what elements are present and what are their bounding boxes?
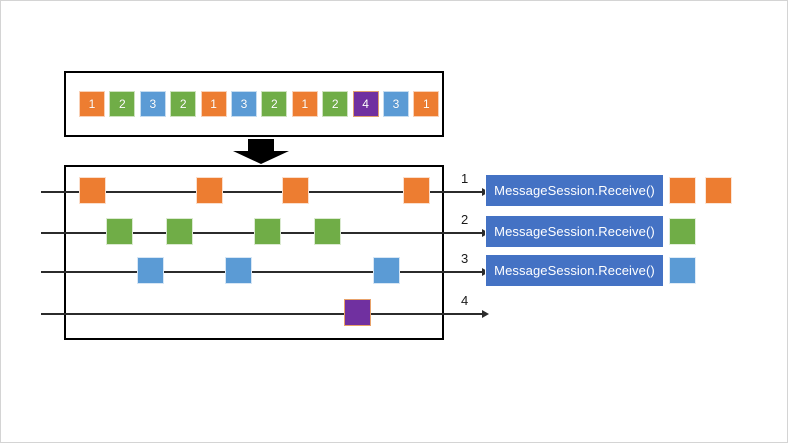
queue-tile-5: 1 [200, 91, 227, 117]
session-1-marker-1 [79, 177, 106, 204]
queue-tile-2: 2 [109, 91, 136, 117]
receive-box-session-2[interactable]: MessageSession.Receive() [485, 215, 664, 248]
result-square-session-1-2 [705, 177, 732, 204]
session-1-marker-3 [282, 177, 309, 204]
session-line-4 [41, 313, 482, 315]
session-3-marker-3 [373, 257, 400, 284]
result-square-session-2-1 [669, 218, 696, 245]
session-line-1 [41, 191, 482, 193]
session-number-1: 1 [461, 171, 469, 186]
session-number-4: 4 [461, 293, 469, 308]
session-number-2: 2 [461, 212, 469, 227]
session-2-marker-2 [166, 218, 193, 245]
queue-tile-12: 1 [413, 91, 440, 117]
session-3-marker-2 [225, 257, 252, 284]
result-square-session-1-1 [669, 177, 696, 204]
session-3-marker-1 [137, 257, 164, 284]
session-2-marker-1 [106, 218, 133, 245]
queue-tile-8: 1 [291, 91, 318, 117]
queue-tile-9: 2 [322, 91, 349, 117]
receive-box-session-1[interactable]: MessageSession.Receive() [485, 174, 664, 207]
receive-box-session-3[interactable]: MessageSession.Receive() [485, 254, 664, 287]
down-arrow-icon [232, 139, 290, 165]
queue-tile-6: 3 [231, 91, 257, 117]
session-arrowhead-4 [482, 310, 489, 318]
session-2-marker-4 [314, 218, 341, 245]
queue-tile-7: 2 [261, 91, 288, 117]
queue-tile-4: 2 [170, 91, 197, 117]
session-number-3: 3 [461, 251, 469, 266]
session-1-marker-2 [196, 177, 223, 204]
session-line-3 [41, 271, 482, 273]
queue-tile-10: 4 [352, 91, 379, 117]
queue-tile-3: 3 [139, 91, 166, 117]
session-4-marker-1 [344, 299, 371, 326]
session-1-marker-4 [403, 177, 430, 204]
result-square-session-3-1 [669, 257, 696, 284]
queue-tile-1: 1 [79, 91, 105, 117]
sessions-frame [64, 165, 444, 340]
queue-tile-11: 3 [383, 91, 409, 117]
session-2-marker-3 [254, 218, 281, 245]
